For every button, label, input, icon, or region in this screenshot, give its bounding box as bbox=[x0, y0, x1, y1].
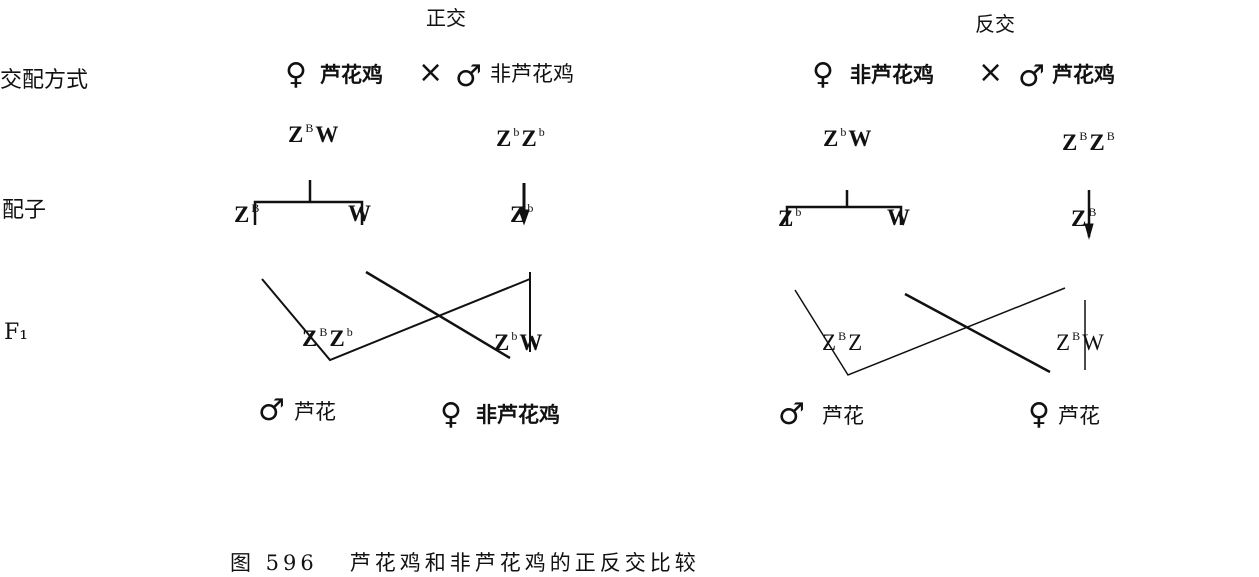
female-symbol: ♀ bbox=[285, 57, 307, 92]
figure-caption-text: 芦花鸡和非芦花鸡的正反交比较 bbox=[349, 551, 700, 575]
forward-female-parent: 芦花鸡 bbox=[320, 62, 383, 87]
reverse-female-parent: 非芦花鸡 bbox=[850, 62, 934, 87]
male-symbol: ♂ bbox=[455, 59, 482, 94]
reverse-phenotype: 芦花 bbox=[822, 404, 864, 428]
reverse-bracket bbox=[785, 190, 903, 225]
cross-symbol: × bbox=[418, 55, 444, 90]
figure-caption: 图 596 芦花鸡和非芦花鸡的正反交比较 bbox=[230, 553, 700, 574]
forward-line-zB bbox=[261, 278, 531, 362]
row-label-gametes: 配子 bbox=[2, 198, 47, 223]
reverse-line-zb bbox=[794, 287, 1066, 376]
reverse-arrowhead bbox=[1084, 223, 1094, 240]
female-symbol: ♀ bbox=[440, 397, 462, 432]
forward-arrowhead bbox=[518, 209, 530, 226]
reverse-phenotype: 芦花 bbox=[1058, 404, 1100, 428]
forward-male-parent: 非芦花鸡 bbox=[490, 62, 574, 86]
female-symbol: ♀ bbox=[812, 57, 834, 92]
row-label-f1: F₁ bbox=[4, 320, 29, 345]
heading-reverse: 反交 bbox=[975, 12, 1015, 36]
reverse-male-parent: 芦花鸡 bbox=[1052, 62, 1115, 87]
reverse-gamete: W bbox=[887, 205, 910, 230]
forward-phenotype: 芦花 bbox=[294, 400, 336, 424]
row-label-mating: 交配方式 bbox=[0, 68, 89, 93]
male-symbol: ♂ bbox=[1018, 59, 1045, 94]
figure-number: 图 596 bbox=[230, 551, 318, 575]
cross-symbol: × bbox=[978, 55, 1004, 90]
male-symbol: ♂ bbox=[258, 393, 285, 428]
forward-gamete: W bbox=[348, 201, 371, 226]
reverse-line-w bbox=[904, 292, 1051, 374]
heading-forward: 正交 bbox=[426, 6, 466, 30]
female-symbol: ♀ bbox=[1028, 397, 1050, 432]
forward-phenotype: 非芦花鸡 bbox=[476, 402, 560, 427]
male-symbol: ♂ bbox=[778, 397, 805, 432]
forward-bracket bbox=[253, 180, 364, 225]
forward-line-w bbox=[365, 270, 511, 360]
